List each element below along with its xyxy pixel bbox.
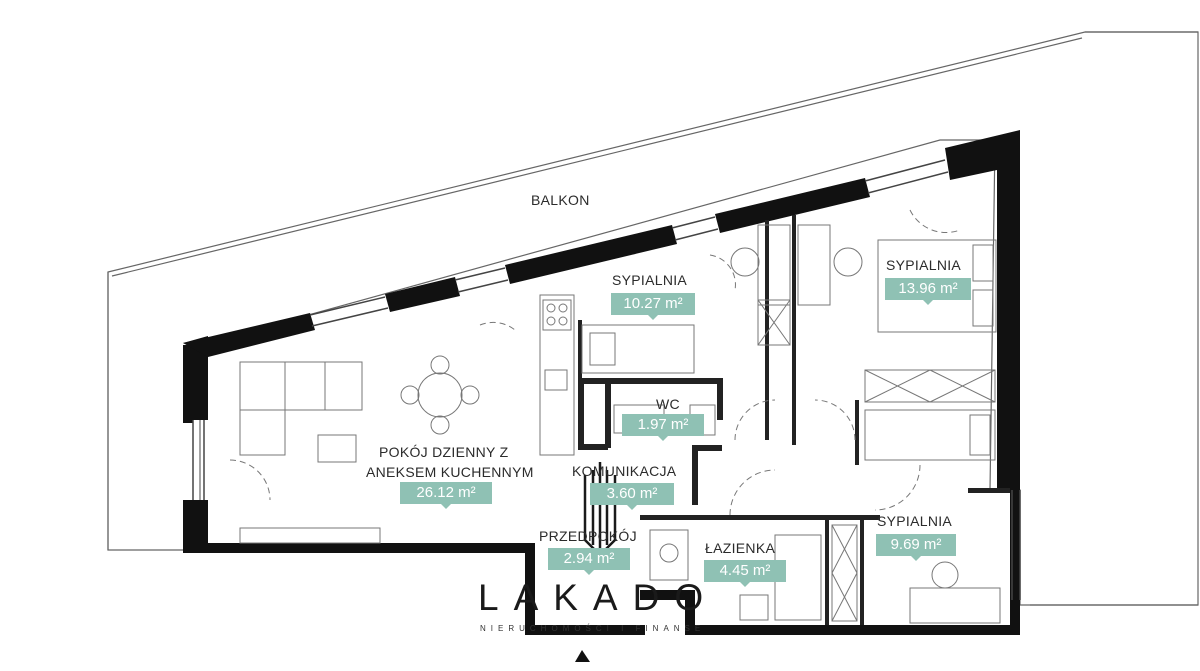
- balkon-label: BALKON: [531, 192, 590, 208]
- pokoj-label-line2: ANEKSEM KUCHENNYM: [366, 464, 534, 480]
- przedpokoj-area-badge: 2.94 m²: [548, 548, 630, 575]
- sypialnia-2-area-badge: 13.96 m²: [885, 278, 971, 305]
- interior-walls: [578, 215, 1010, 625]
- furniture: [239, 224, 1001, 624]
- pokoj-label-line1: POKÓJ DZIENNY Z: [379, 444, 509, 460]
- sypialnia-3-label: SYPIALNIA: [877, 513, 953, 529]
- pokoj-area-badge: 26.12 m²: [400, 482, 492, 509]
- sypialnia-1-area-badge: 10.27 m²: [611, 293, 695, 320]
- przedpokoj-label: PRZEDPOKÓJ: [539, 528, 637, 544]
- exterior-walls: [183, 130, 1020, 635]
- lazienka-label: ŁAZIENKA: [705, 540, 776, 556]
- lazienka-area-badge: 4.45 m²: [704, 560, 786, 587]
- windows: [192, 159, 1021, 600]
- entrance-arrow-icon: [575, 650, 590, 662]
- komunikacja-label: KOMUNIKACJA: [572, 463, 677, 479]
- logo-brand-text: LAKADO: [478, 577, 719, 618]
- sypialnia-3-area-badge: 9.69 m²: [876, 534, 956, 561]
- logo-tagline: NIERUCHOMOŚCI I FINANSE: [480, 624, 706, 633]
- sypialnia-1-label: SYPIALNIA: [612, 272, 688, 288]
- sypialnia-2-label: SYPIALNIA: [886, 257, 962, 273]
- wc-area-badge: 1.97 m²: [622, 414, 704, 441]
- komunikacja-area-badge: 3.60 m²: [590, 483, 674, 510]
- door-swings: [229, 209, 961, 516]
- wc-label: WC: [656, 396, 680, 412]
